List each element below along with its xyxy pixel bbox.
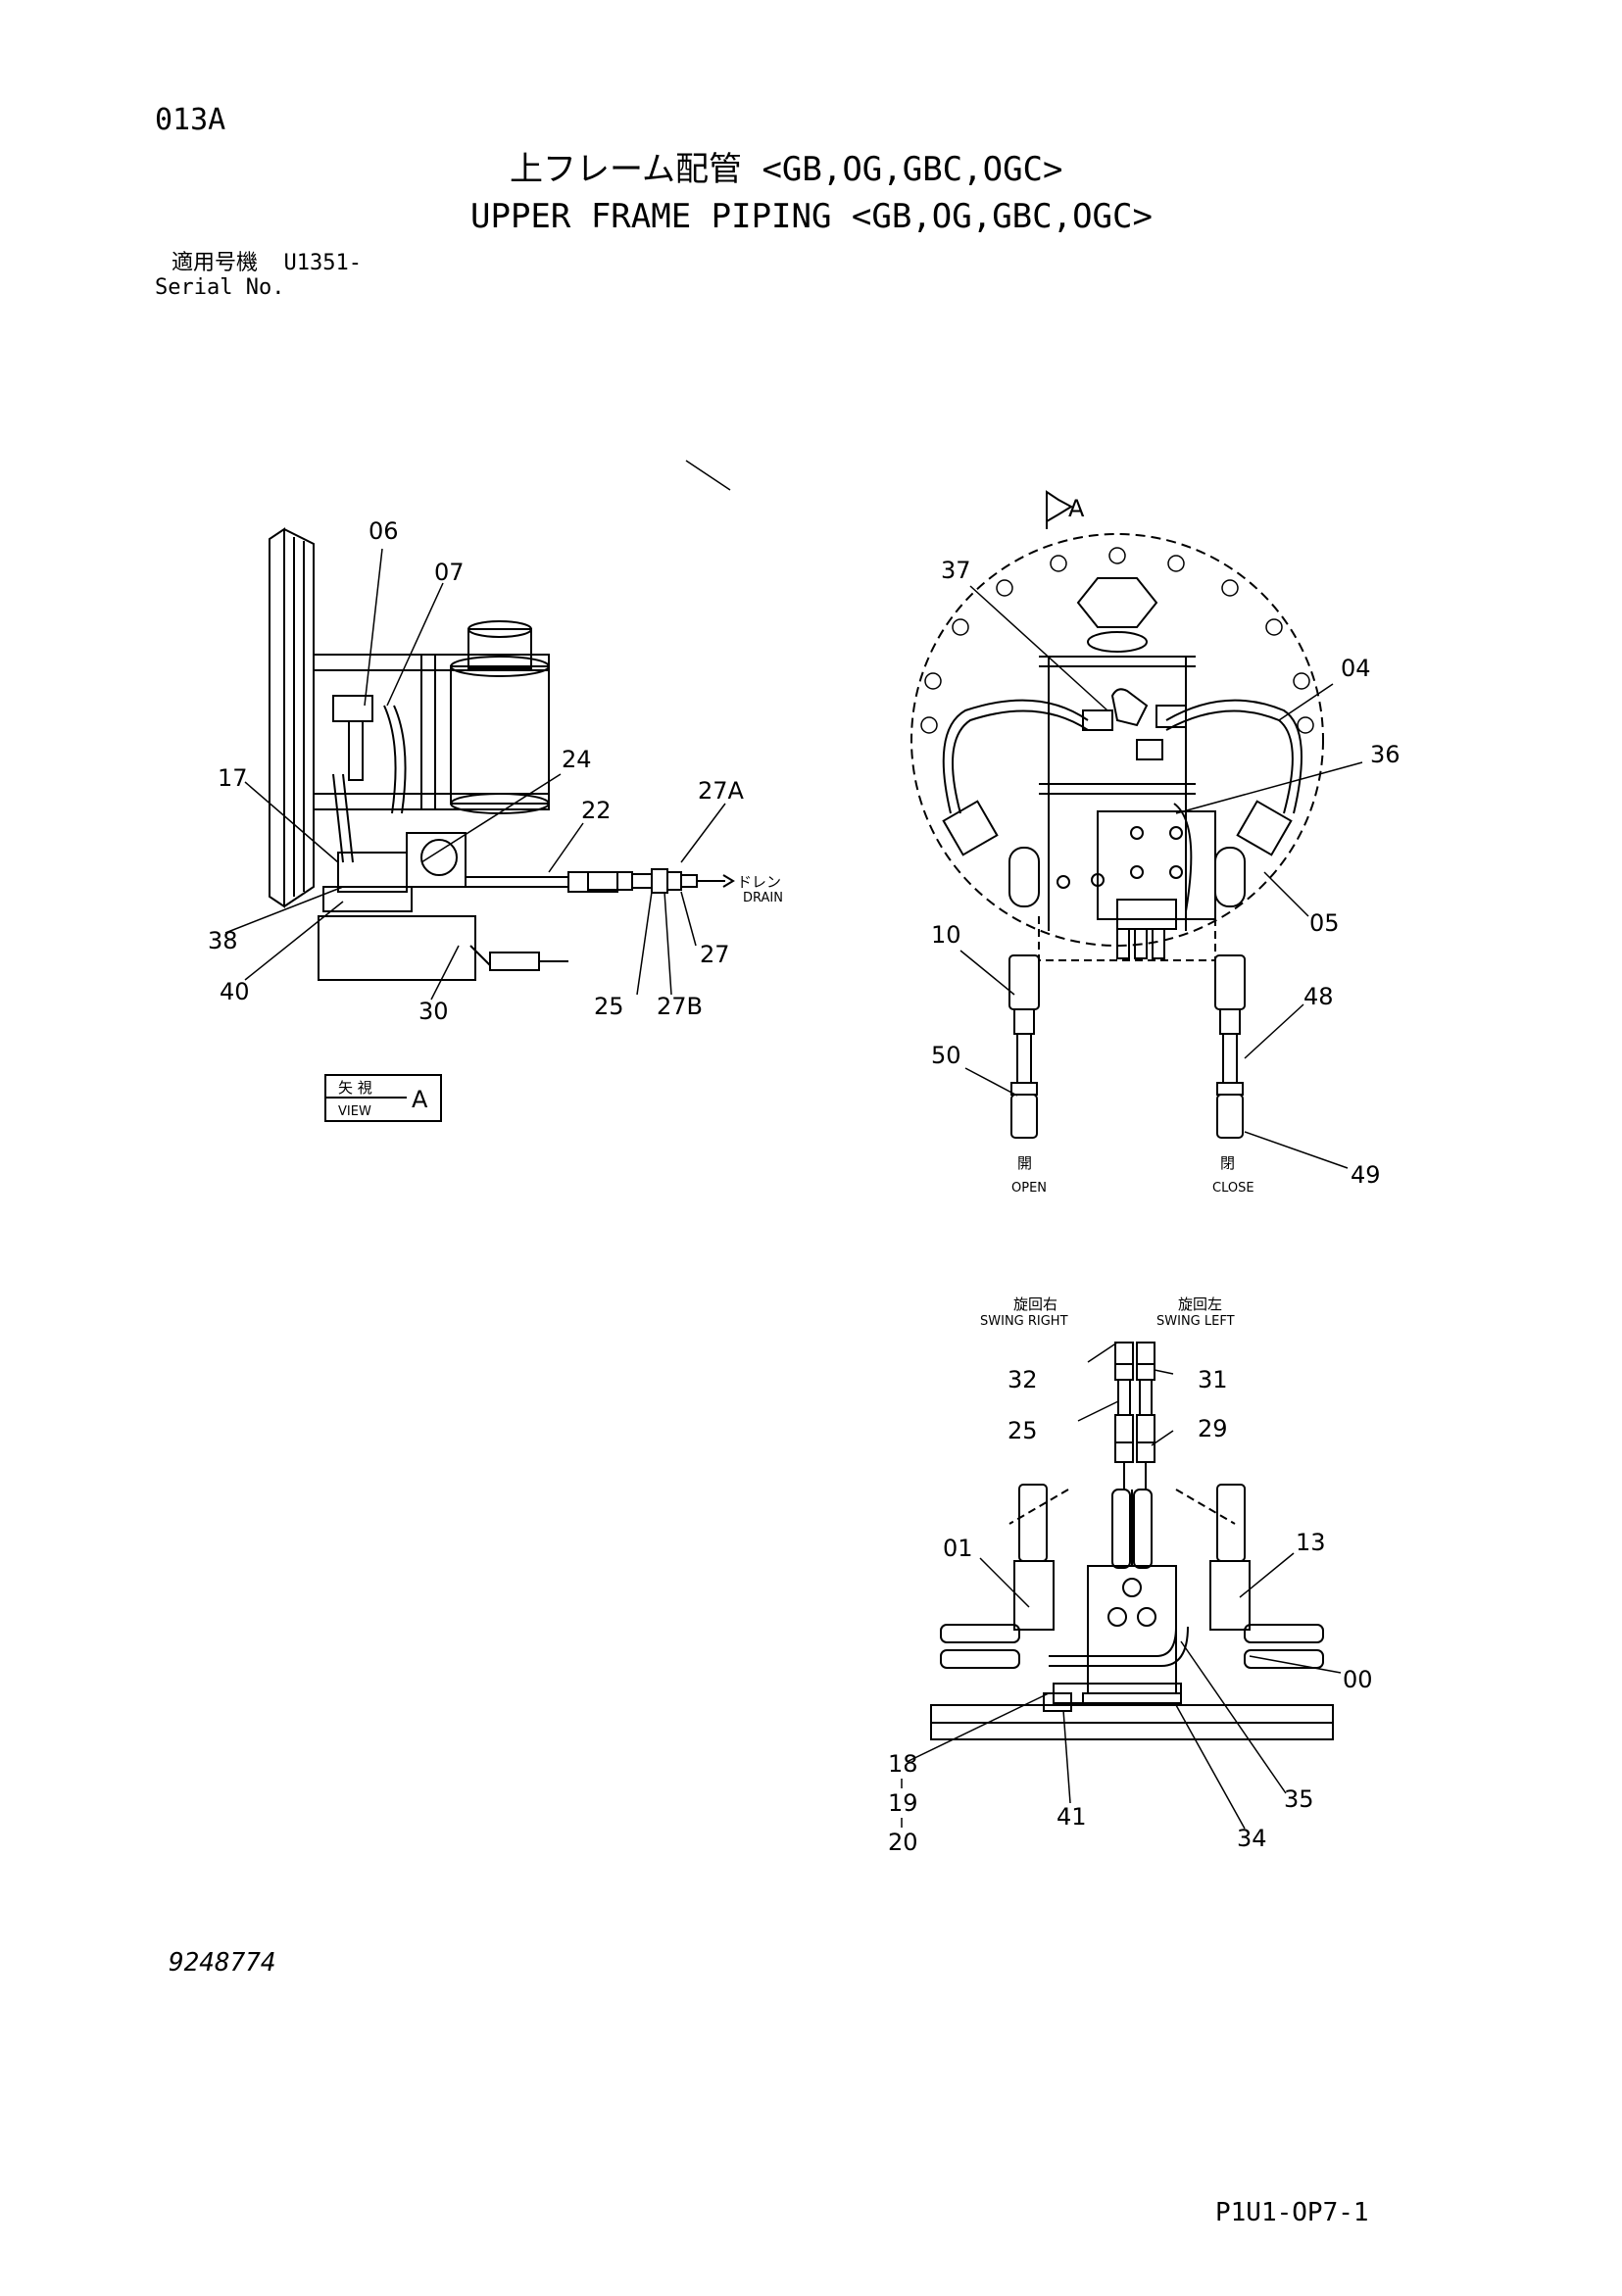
open-label-jp: 開 <box>1017 1154 1032 1172</box>
left-callout-leaders <box>224 548 726 1001</box>
callout-13: 13 <box>1296 1529 1326 1556</box>
serial-value: U1351- <box>283 251 362 275</box>
callout-17: 17 <box>218 764 248 792</box>
callout-37: 37 <box>941 557 971 584</box>
callout-35: 35 <box>1284 1785 1314 1813</box>
view-box-jp: 矢 視 <box>338 1079 372 1097</box>
callout-27b: 27B <box>657 993 703 1020</box>
top-view-assembly <box>910 490 1324 1139</box>
callout-31: 31 <box>1198 1366 1228 1393</box>
side-view-assembly <box>269 460 735 981</box>
view-box-letter: A <box>412 1086 428 1113</box>
callout-18: 18 <box>888 1750 918 1778</box>
callout-27a: 27A <box>698 777 745 805</box>
callout-30: 30 <box>418 998 449 1025</box>
close-label-jp: 閉 <box>1220 1154 1235 1172</box>
swing-right-label-jp: 旋回右 <box>1013 1295 1057 1313</box>
document-number: 9248774 <box>169 1948 276 1978</box>
callout-22: 22 <box>581 797 612 824</box>
serial-label-japanese: 適用号機 U1351- <box>172 253 362 274</box>
callout-40: 40 <box>220 978 250 1005</box>
view-box-en: VIEW <box>338 1104 371 1119</box>
open-label-en: OPEN <box>1011 1181 1047 1196</box>
callout-19: 19 <box>888 1789 918 1817</box>
callout-27: 27 <box>700 941 730 968</box>
swing-right-label-en: SWING RIGHT <box>980 1314 1068 1329</box>
callout-24: 24 <box>562 746 592 773</box>
callout-00: 00 <box>1343 1666 1373 1693</box>
callout-20: 20 <box>888 1829 918 1856</box>
callout-10: 10 <box>931 921 961 949</box>
callout-01: 01 <box>943 1535 973 1562</box>
callout-48: 48 <box>1303 983 1334 1010</box>
page-code: 013A <box>155 103 226 137</box>
callout-34: 34 <box>1237 1825 1267 1852</box>
swing-left-label-en: SWING LEFT <box>1156 1314 1235 1329</box>
serial-label-jp-text: 適用号機 <box>172 251 259 275</box>
callout-25-left: 25 <box>594 993 624 1020</box>
title-english: UPPER FRAME PIPING <GB,OG,GBC,OGC> <box>470 197 1153 236</box>
close-label-en: CLOSE <box>1212 1181 1254 1196</box>
view-marker-a: A <box>1068 495 1085 522</box>
callout-06: 06 <box>369 517 399 545</box>
callout-05: 05 <box>1309 909 1340 937</box>
bottom-right-callout-leaders <box>906 1342 1342 1830</box>
callout-32: 32 <box>1008 1366 1038 1393</box>
callout-04: 04 <box>1341 655 1371 682</box>
callout-29: 29 <box>1198 1415 1228 1442</box>
callout-49: 49 <box>1351 1161 1381 1189</box>
callout-07: 07 <box>434 559 465 586</box>
drain-label-jp: ドレン <box>737 873 781 891</box>
bottom-view-assembly <box>930 1342 1334 1740</box>
callout-25-bottom: 25 <box>1008 1417 1038 1444</box>
title-japanese: 上フレーム配管 <GB,OG,GBC,OGC> <box>510 150 1063 189</box>
sheet-identifier: P1U1-OP7-1 <box>1215 2198 1369 2227</box>
callout-50: 50 <box>931 1042 961 1069</box>
callout-38: 38 <box>208 927 238 954</box>
callout-36: 36 <box>1370 741 1401 768</box>
top-right-callout-leaders <box>959 585 1363 1169</box>
drain-label-en: DRAIN <box>743 891 783 905</box>
swing-left-label-jp: 旋回左 <box>1178 1295 1222 1313</box>
callout-41: 41 <box>1057 1803 1087 1831</box>
serial-label-english: Serial No. <box>155 275 285 300</box>
